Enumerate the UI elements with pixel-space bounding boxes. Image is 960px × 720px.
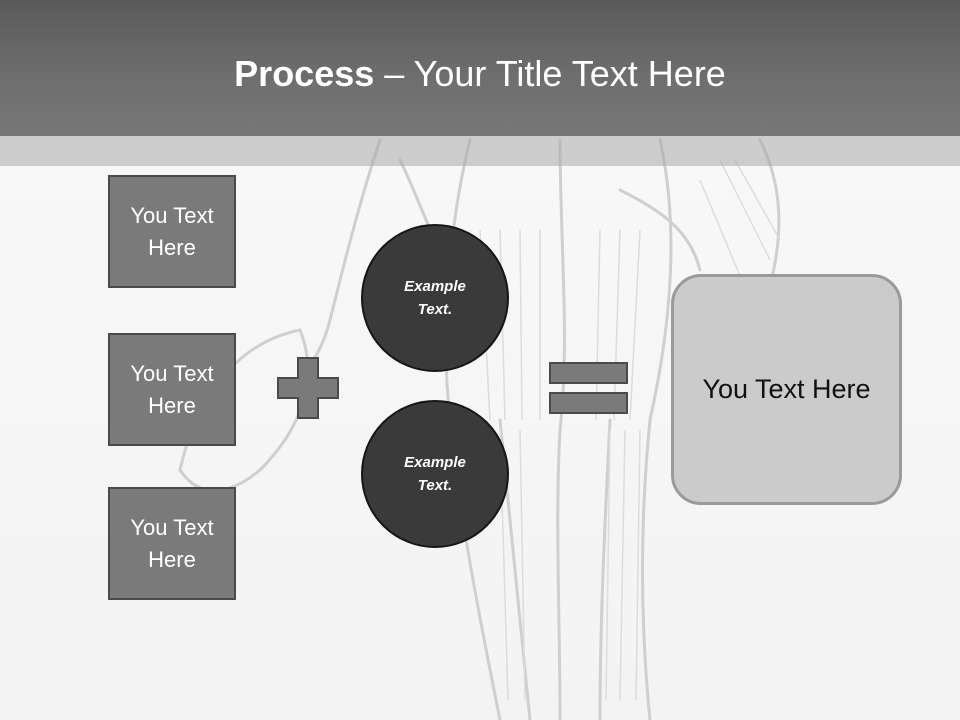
title-rest: – Your Title Text Here <box>374 53 726 94</box>
title-underband <box>0 136 960 166</box>
result-box: You Text Here <box>671 274 902 505</box>
title-band <box>0 0 960 136</box>
slide-title: Process – Your Title Text Here <box>0 52 960 96</box>
example-circle-2-label: Example Text. <box>404 454 466 494</box>
text-box-3-label: You Text Here <box>130 514 214 572</box>
example-circle-1-label: Example Text. <box>404 278 466 318</box>
title-bold: Process <box>234 53 375 94</box>
text-box-2-label: You Text Here <box>130 360 214 418</box>
text-box-2: You Text Here <box>108 333 236 446</box>
example-circle-2: Example Text. <box>361 400 509 548</box>
text-box-1: You Text Here <box>108 175 236 288</box>
text-box-3: You Text Here <box>108 487 236 600</box>
result-box-label: You Text Here <box>702 374 871 404</box>
equals-icon <box>549 362 628 414</box>
example-circle-1: Example Text. <box>361 224 509 372</box>
text-box-1-label: You Text Here <box>130 202 214 260</box>
plus-icon <box>277 357 339 419</box>
